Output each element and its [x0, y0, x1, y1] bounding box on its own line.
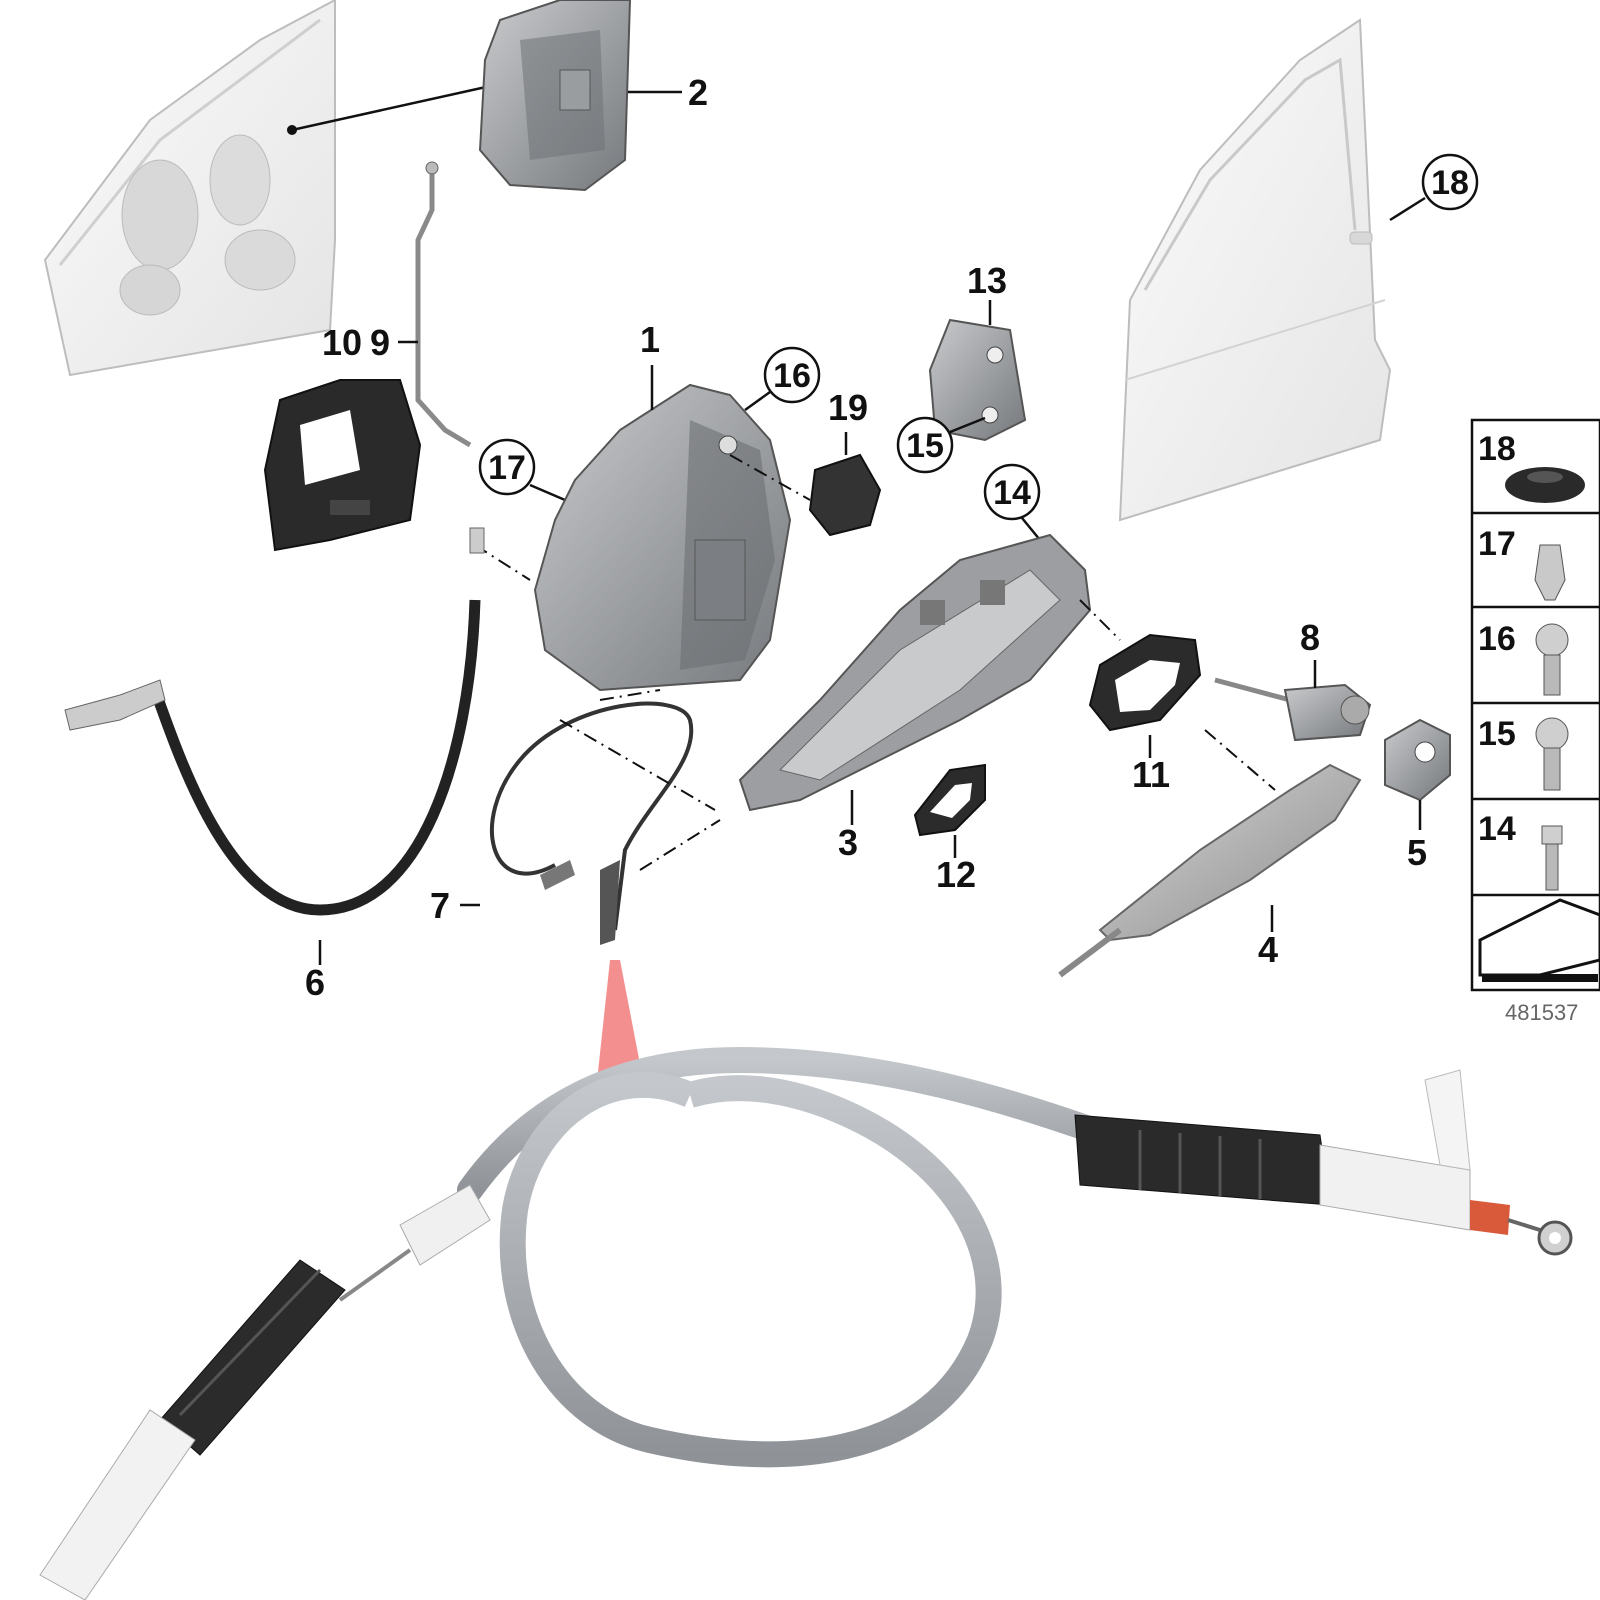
callout-6: 6 [305, 962, 325, 1003]
part-4-outer-handle [1058, 729, 1362, 978]
part-6-cable [64, 527, 531, 916]
callout-3: 3 [838, 822, 858, 863]
legend-item-16: 16 [1478, 620, 1516, 658]
legend-item-18: 18 [1478, 430, 1516, 468]
callout-13: 13 [967, 260, 1007, 301]
callout-2: 2 [688, 72, 708, 113]
part-19-cover [808, 453, 882, 537]
part-12-seal [913, 763, 986, 837]
callout-15: 15 [906, 427, 944, 465]
callout-11: 11 [1132, 754, 1170, 795]
part-13-striker [928, 318, 1027, 442]
part-8-lock-cylinder [1214, 677, 1372, 742]
product-cable-photo [39, 1046, 1573, 1600]
callout-14: 14 [993, 474, 1031, 512]
fastener-legend: 18 17 16 15 14 [1470, 418, 1600, 992]
legend-item-15: 15 [1478, 715, 1516, 753]
callout-19: 19 [828, 387, 868, 428]
legend-item-14: 14 [1478, 810, 1516, 848]
part-7-cable-small [489, 689, 721, 945]
callout-1: 1 [640, 319, 660, 360]
legend-item-17: 17 [1478, 525, 1516, 563]
callout-18: 18 [1431, 164, 1469, 202]
callout-5: 5 [1407, 832, 1427, 873]
callout-12: 12 [936, 854, 976, 895]
part-11-gasket [1088, 633, 1202, 732]
diagram-reference-number: 481537 [1505, 1000, 1578, 1025]
part-9-rod [415, 161, 472, 448]
callout-16: 16 [773, 357, 811, 395]
part-3-handle-carrier [738, 533, 1092, 812]
part-10-bracket [263, 379, 422, 552]
callout-7: 7 [430, 885, 450, 926]
callout-8: 8 [1300, 617, 1320, 658]
callout-9: 9 [370, 322, 390, 363]
callout-10: 10 [322, 322, 362, 363]
callout-4: 4 [1258, 929, 1278, 970]
callout-17: 17 [488, 449, 526, 487]
part-1-door-lock [533, 383, 792, 692]
part-18-door-outer [1118, 18, 1392, 522]
door-inner-shell [43, 0, 336, 377]
part-2-lock-housing [478, 0, 632, 192]
part-5-cap [1384, 718, 1451, 802]
